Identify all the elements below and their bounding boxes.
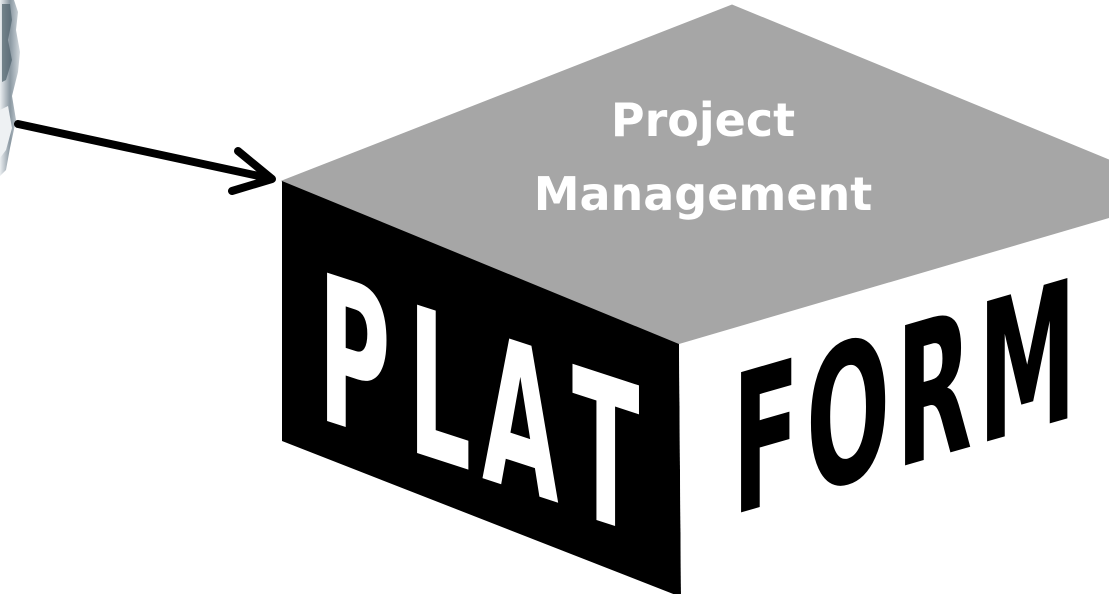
person-figure-icon: [0, 0, 20, 176]
box-right-face: [679, 218, 1109, 594]
left-letter-t: T: [572, 324, 640, 583]
arrow-icon: [14, 120, 276, 195]
box-left-face: [282, 181, 681, 594]
left-letter-l: L: [408, 262, 471, 520]
left-letter-a: A: [482, 290, 559, 552]
right-face-letters: F O R M: [732, 238, 1077, 561]
right-letter-r: R: [896, 269, 972, 515]
left-letter-p: P: [318, 230, 391, 491]
left-face-letters: P L A T: [318, 230, 640, 583]
right-letter-o: O: [806, 292, 890, 540]
right-letter-f: F: [732, 318, 800, 561]
right-letter-m: M: [978, 238, 1077, 490]
top-label-line2: Management: [534, 167, 873, 221]
arrow-shaft: [14, 120, 272, 182]
top-label-line1: Project: [611, 93, 795, 147]
arrow-head: [228, 147, 276, 195]
